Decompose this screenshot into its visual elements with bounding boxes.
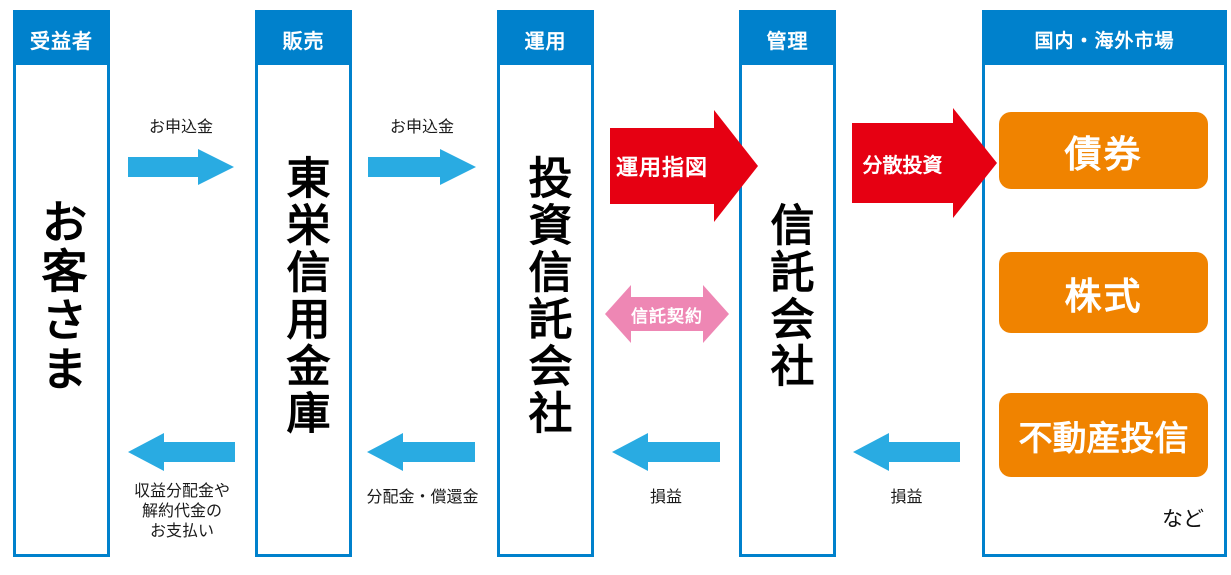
application-money-arrow-1 (128, 149, 234, 185)
column-markets: 国内・海外市場 債券 株式 不動産投信 など (982, 10, 1227, 557)
application-money-label-2: お申込金 (389, 119, 454, 136)
arrow-head-right-icon (703, 285, 729, 343)
arrow-head-right-icon (198, 149, 234, 185)
product-reit-label: 不動産投信 (1018, 419, 1189, 458)
product-stocks-box: 株式 (999, 252, 1208, 333)
diversify-arrow: 分散投資 (852, 108, 997, 218)
trust-company-label: 信託会社 (763, 201, 813, 390)
trust-contract-arrow: 信託契約 (605, 285, 729, 343)
product-reit-box: 不動産投信 (999, 393, 1208, 477)
arrow-head-right-icon (440, 149, 476, 185)
product-stocks-label: 株式 (1064, 275, 1143, 317)
arrow-head-left-icon (128, 433, 164, 471)
markets-etc-note: など (1162, 508, 1204, 531)
column-management: 運用 投資信託会社 (497, 10, 594, 557)
customer-label: お客さま (35, 197, 88, 394)
arrow-head-right-icon (714, 110, 758, 222)
column-distributor-header: 販売 (258, 13, 349, 65)
trust-contract-label: 信託契約 (631, 306, 703, 326)
instruction-arrow: 運用指図 (610, 110, 758, 222)
column-custody: 管理 信託会社 (739, 10, 836, 557)
bank-label: 東栄信用金庫 (279, 154, 329, 437)
product-bonds-box: 債券 (999, 112, 1208, 189)
column-markets-body: 債券 株式 不動産投信 など (985, 65, 1224, 554)
column-custody-body: 信託会社 (742, 65, 833, 554)
arrow-head-left-icon (367, 433, 403, 471)
payout-label: 収益分配金や 解約代金の お支払い (133, 483, 230, 540)
trust-management-company-label: 投資信託会社 (521, 154, 571, 437)
column-beneficiary: 受益者 お客さま (13, 10, 110, 557)
column-beneficiary-body: お客さま (16, 65, 107, 554)
column-management-header: 運用 (500, 13, 591, 65)
arrow-head-left-icon (605, 285, 631, 343)
distribution-label: 分配金・償還金 (366, 489, 479, 506)
payout-arrow (128, 433, 235, 471)
application-money-label-1: お申込金 (148, 119, 213, 136)
arrow-head-left-icon (612, 433, 648, 471)
pnl-label-1: 損益 (649, 489, 682, 506)
arrow-head-left-icon (853, 433, 889, 471)
pnl-label-2: 損益 (890, 489, 923, 506)
pnl-arrow-2 (853, 433, 960, 471)
column-distributor-body: 東栄信用金庫 (258, 65, 349, 554)
product-bonds-label: 債券 (1064, 133, 1143, 175)
column-management-body: 投資信託会社 (500, 65, 591, 554)
application-money-arrow-2 (368, 149, 476, 185)
distribution-arrow (367, 433, 475, 471)
diversify-label: 分散投資 (862, 154, 943, 177)
column-custody-header: 管理 (742, 13, 833, 65)
column-beneficiary-header: 受益者 (16, 13, 107, 65)
arrow-head-right-icon (953, 108, 997, 218)
instruction-label: 運用指図 (615, 155, 708, 180)
column-distributor: 販売 東栄信用金庫 (255, 10, 352, 557)
column-markets-header: 国内・海外市場 (985, 13, 1224, 65)
pnl-arrow-1 (612, 433, 720, 471)
